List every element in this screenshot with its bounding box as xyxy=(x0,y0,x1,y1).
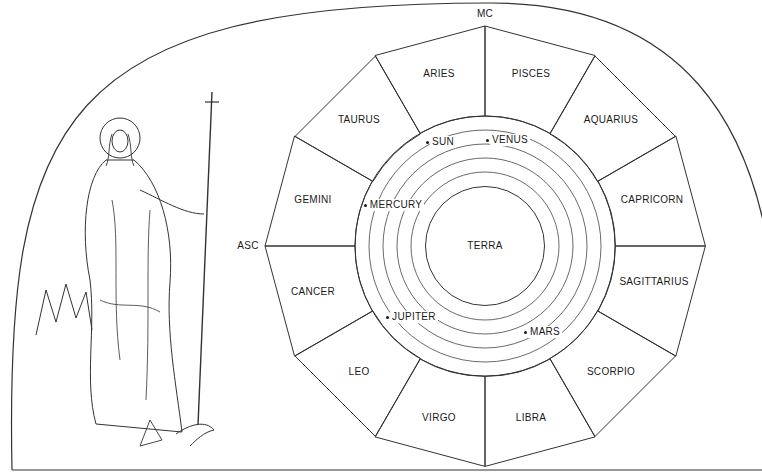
planet-dot xyxy=(486,139,489,142)
planet-dot xyxy=(364,204,367,207)
saint-robe xyxy=(85,160,182,432)
sector-border xyxy=(265,136,372,246)
sign-name: SAGITTARIUS xyxy=(619,276,688,288)
sign-name: LEO xyxy=(349,366,370,378)
sector-border xyxy=(375,26,485,133)
sign-name: ARIES xyxy=(423,68,455,80)
sector-outline xyxy=(263,134,374,248)
planet-label: SUN xyxy=(430,136,456,148)
planet-label: MARS xyxy=(528,326,562,338)
sector-border xyxy=(550,311,676,437)
zodiac-sector: LIBRA xyxy=(483,357,597,468)
sector-border xyxy=(598,136,705,246)
earth-circle: TERRA xyxy=(425,186,545,306)
sector-border xyxy=(295,56,421,182)
zodiac-sector: AQUARIUS xyxy=(548,54,678,184)
zodiac-sector: ARIES xyxy=(373,24,487,135)
planet-dot xyxy=(386,316,389,319)
orbit-ring xyxy=(383,144,587,348)
staff xyxy=(198,92,212,425)
sector-outline xyxy=(373,24,487,135)
sign-name: PISCES xyxy=(512,68,550,80)
saint-hair xyxy=(106,134,134,166)
zodiac-sector: SCORPIO xyxy=(548,309,678,439)
zodiac-sector: PISCES xyxy=(483,24,597,135)
sector-border xyxy=(598,246,705,356)
sector-outline xyxy=(596,134,707,248)
planet-dot xyxy=(524,331,527,334)
scroll xyxy=(140,420,162,446)
sector-border xyxy=(375,359,485,466)
robe-folds xyxy=(100,200,160,400)
sector-outline xyxy=(263,244,374,358)
zodiac-sector: LEO xyxy=(293,309,423,439)
flames xyxy=(36,284,92,335)
sign-name: LIBRA xyxy=(516,412,546,424)
zodiac-sector: CAPRICORN xyxy=(596,134,707,248)
zodiac-sector: SAGITTARIUS xyxy=(596,244,707,358)
orbit-ring xyxy=(411,172,559,320)
sector-border xyxy=(550,56,676,182)
orbit-ring xyxy=(397,158,573,334)
planet-dot xyxy=(426,141,429,144)
sector-border xyxy=(485,26,595,133)
sign-name: VIRGO xyxy=(422,412,456,424)
zodiac-inner-ring xyxy=(355,116,615,376)
lunette-arc xyxy=(11,3,762,470)
saint-head xyxy=(112,130,128,152)
bird xyxy=(176,424,214,446)
sector-border xyxy=(485,359,595,466)
sector-outline xyxy=(596,244,707,358)
earth-border xyxy=(426,187,545,306)
planet-label: MERCURY xyxy=(368,199,424,211)
planet-label: VENUS xyxy=(490,134,530,146)
sign-name: GEMINI xyxy=(294,194,331,206)
saint-arm xyxy=(140,190,204,214)
staff-cross xyxy=(205,101,219,102)
sign-name: TAURUS xyxy=(338,114,380,126)
sector-border xyxy=(265,246,372,356)
sign-name: CANCER xyxy=(291,286,335,298)
sign-name: SCORPIO xyxy=(587,366,635,378)
ascendant-label: ASC xyxy=(237,240,258,252)
midheaven-label: MC xyxy=(477,8,493,20)
earth-label: TERRA xyxy=(467,240,502,252)
sector-outline xyxy=(483,24,597,135)
zodiac-sector: TAURUS xyxy=(293,54,423,184)
base-line xyxy=(12,469,762,470)
orbit-ring xyxy=(369,130,601,362)
sign-name: CAPRICORN xyxy=(621,194,684,206)
saint-halo xyxy=(100,118,140,158)
zodiac-sector: GEMINI xyxy=(263,134,374,248)
zodiac-sector: CANCER xyxy=(263,244,374,358)
planet-label: JUPITER xyxy=(390,311,438,323)
sector-border xyxy=(295,311,421,437)
zodiac-sector: VIRGO xyxy=(373,357,487,468)
sign-name: AQUARIUS xyxy=(584,114,639,126)
